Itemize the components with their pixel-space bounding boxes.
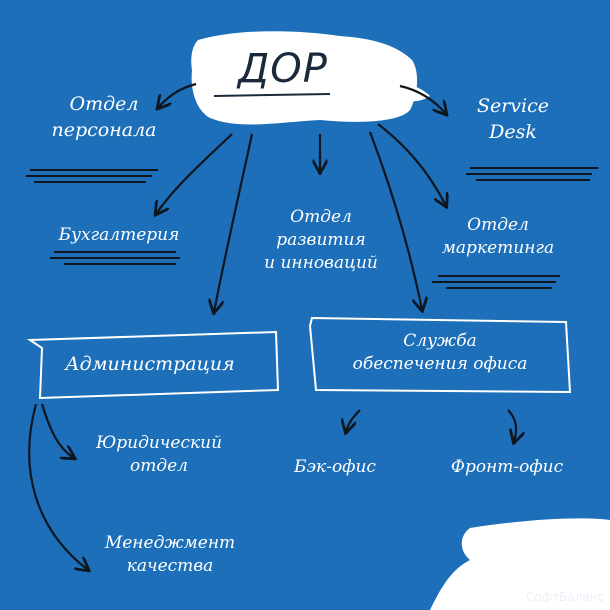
root-underline	[213, 93, 331, 97]
arrow-office-backoffice	[346, 409, 361, 432]
arrow-root-personnel	[158, 82, 197, 108]
node-development: Отдел развития и инноваций	[264, 207, 378, 273]
arrow-root-office-service	[368, 131, 422, 310]
node-office-service: Служба обеспечения офиса	[352, 331, 528, 374]
node-marketing: Отдел маркетинга	[441, 215, 555, 258]
administration-box	[26, 330, 280, 400]
arrow-admin-quality	[28, 403, 88, 570]
arrow-admin-legal	[40, 403, 74, 458]
arrow-root-administration	[214, 133, 254, 312]
node-legal: Юридический отдел	[95, 433, 223, 476]
node-front-office: Фронт-офис	[450, 457, 564, 477]
office-service-box	[308, 316, 572, 394]
arrow-root-marketing	[377, 123, 446, 206]
node-back-office: Бэк-офис	[294, 457, 376, 477]
node-quality: Менеджмент качества	[104, 533, 236, 576]
node-administration: Администрация	[65, 353, 235, 375]
hatch-lines	[26, 167, 598, 289]
node-accounting: Бухгалтерия	[58, 225, 180, 245]
root-node-label: ДОР	[238, 46, 328, 92]
arrow-root-servicedesk	[399, 84, 446, 114]
corner-brush	[430, 518, 610, 610]
root-brush-streak	[382, 78, 430, 102]
node-personnel: Отдел персонала	[51, 93, 157, 141]
node-service-desk: Service Desk	[476, 95, 550, 143]
root-brush-background	[191, 31, 418, 125]
arrow-root-accounting	[156, 133, 233, 214]
brand-watermark: СофтБаланс	[525, 590, 604, 604]
arrow-office-frontoffice	[507, 409, 516, 442]
